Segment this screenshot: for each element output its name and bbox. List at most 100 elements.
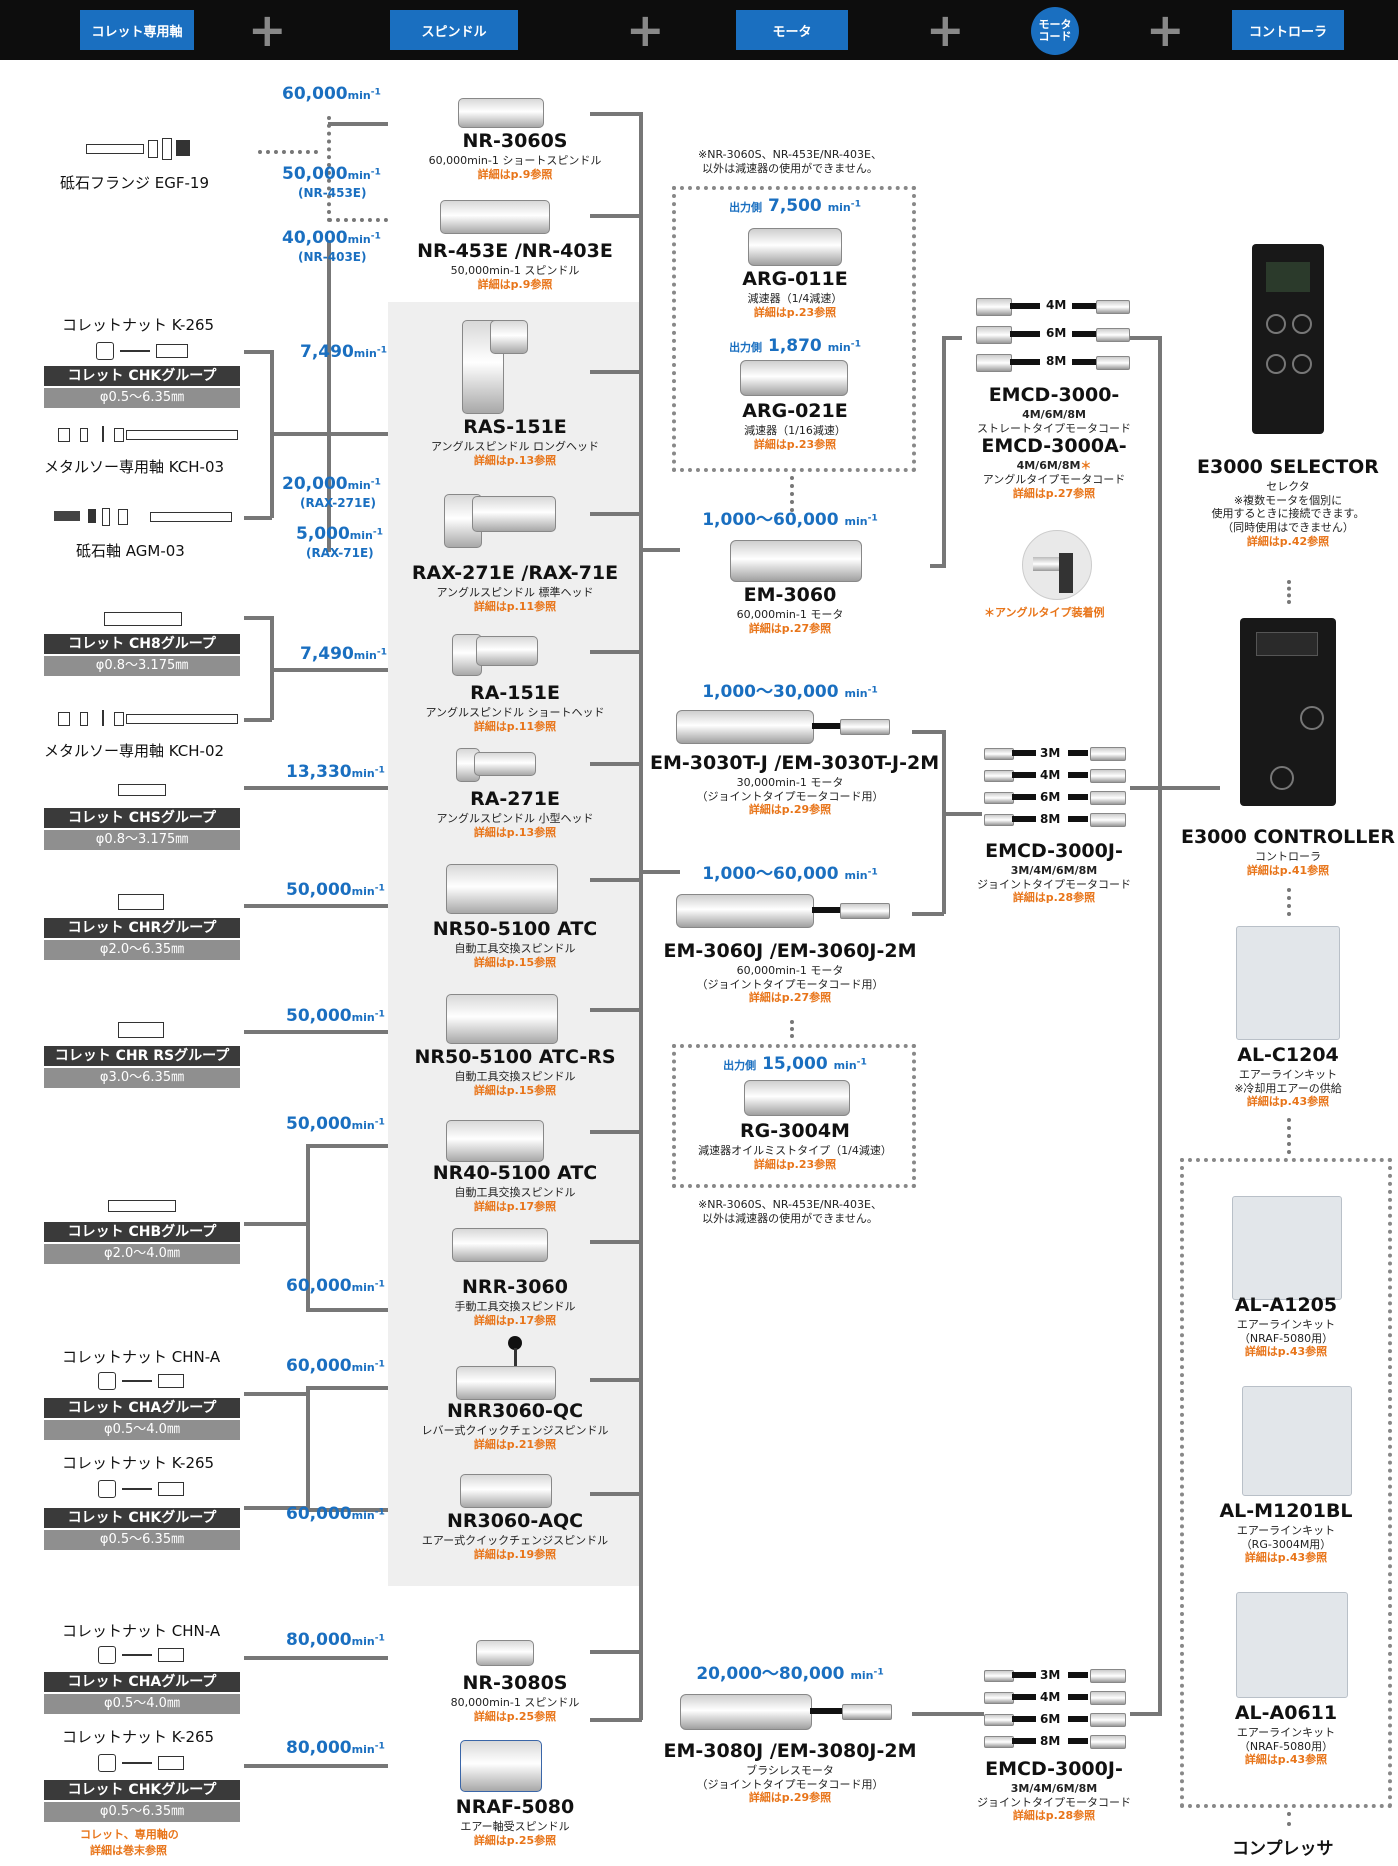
line [1130, 1712, 1160, 1716]
cord-emcd3000j: EMCD-3000J- 3M/4M/6M/8M ジョイントタイプモータコード 詳… [944, 840, 1164, 905]
airline-note: （NRAF-5080用） [1238, 1331, 1334, 1345]
collet-group-ch8: コレット CH8グループ [44, 634, 240, 654]
motor-desc: 60,000min-1 モータ [736, 607, 844, 621]
spindle-ref: 詳細はp.13参照 [473, 825, 557, 839]
airline-a1205: AL-A1205 エアーラインキット （NRAF-5080用） 詳細はp.43参… [1184, 1294, 1388, 1359]
line [306, 1386, 310, 1510]
cable-plug [840, 903, 890, 919]
airline-sub: エアーラインキット [1236, 1317, 1336, 1331]
header-controller: コントローラ [1232, 10, 1344, 50]
metal-saw-shaft-icon [58, 710, 238, 726]
selector-ref: 詳細はp.42参照 [1246, 534, 1330, 548]
spindle-desc: 手動工具交換スピンドル [454, 1299, 576, 1313]
speed-sublabel: (RAX-271E) [300, 496, 376, 510]
line [590, 1130, 642, 1134]
line [590, 1650, 642, 1654]
lever [514, 1348, 517, 1370]
spindle-name: NRR3060-QC [446, 1400, 584, 1422]
trunk-line [639, 112, 643, 1652]
collet-range: φ2.0～4.0㎜ [44, 1244, 240, 1264]
line [942, 336, 962, 340]
airline-note: （NRAF-5080用） [1238, 1739, 1334, 1753]
line [244, 786, 388, 790]
spindle-desc: 50,000min-1 スピンドル [450, 263, 580, 277]
spindle-ref: 詳細はp.15参照 [473, 1083, 557, 1097]
line [244, 1506, 308, 1510]
cord-cable [1068, 1672, 1088, 1678]
cord-cable [1012, 1672, 1036, 1678]
motor-desc: 30,000min-1 モータ [736, 775, 844, 789]
plus-icon: + [626, 3, 665, 57]
collet-range: φ0.5～6.35㎜ [44, 1530, 240, 1550]
speed-label: 80,000min-1 [286, 1630, 385, 1650]
collet-range: φ0.5～4.0㎜ [44, 1694, 240, 1714]
k265-label: コレットナット K-265 [62, 1454, 215, 1472]
cord-plug [1090, 1713, 1126, 1727]
collet-range: φ3.0～6.35㎜ [44, 1068, 240, 1088]
cord-emcd3000: EMCD-3000- 4M/6M/8M ストレートタイプモータコード EMCD-… [944, 384, 1164, 500]
cord-connector [976, 326, 1012, 344]
cord-length: 3M [1040, 746, 1061, 760]
kch03-label: メタルソー専用軸 KCH-03 [44, 458, 225, 476]
lever-knob [508, 1336, 522, 1350]
cord-desc: ジョイントタイプモータコード [977, 877, 1131, 891]
line [1130, 786, 1220, 790]
collet-group-chk: コレット CHKグループ [44, 1780, 240, 1800]
collet-nut-icon [98, 1480, 184, 1498]
reducer-arg021e-info: ARG-021E 減速器（1/16減速） 詳細はp.23参照 [680, 400, 910, 451]
dotted-line [327, 116, 331, 222]
note-line: ※NR-3060S、NR-453E/NR-403E、 [698, 148, 882, 161]
reducer-arg021e: 出力側 7,5001,870 min-1 [680, 336, 910, 357]
cord-length: 4M [1040, 1690, 1061, 1704]
kch02-label: メタルソー専用軸 KCH-02 [44, 742, 225, 760]
collet-icon [108, 1200, 176, 1212]
grinding-shaft-icon [54, 508, 234, 526]
speed-label: 7,490min-1 [300, 644, 388, 664]
line [590, 1008, 642, 1012]
cord-connector [976, 298, 1012, 316]
line [306, 1508, 388, 1512]
motor-name: EM-3030T-J /EM-3030T-J-2M [650, 752, 940, 774]
selector-note: （同時使用はできません） [1222, 521, 1354, 534]
reducer-rg3004m: 出力側 15,000 min-1 [680, 1054, 910, 1075]
cord-name: EMCD-3000A- [981, 435, 1127, 458]
spindle-image [490, 320, 528, 354]
line [942, 336, 946, 568]
speed-label: 50,000min-1 [286, 1114, 385, 1134]
spindle-desc: アングルスピンドル 小型ヘッド [436, 811, 594, 825]
motor-image [730, 540, 862, 582]
spindle-nrr3060qc: NRR3060-QC レバー式クイックチェンジスピンドル 詳細はp.21参照 [390, 1400, 640, 1451]
spindle-ref: 詳細はp.19参照 [473, 1547, 557, 1561]
angle-cord-image [1022, 530, 1092, 600]
collet-range: φ0.8～3.175㎜ [44, 830, 240, 850]
motor-ref: 詳細はp.29参照 [748, 1791, 832, 1805]
spindle-desc: 自動工具交換スピンドル [454, 1069, 576, 1083]
speed-sublabel: (NR-453E) [298, 186, 367, 200]
compressor-label: コンプレッサ [1232, 1839, 1334, 1859]
line [244, 516, 272, 520]
line [590, 112, 642, 116]
dotted-line [1287, 1118, 1291, 1154]
speed-sublabel: (NR-403E) [298, 250, 367, 264]
metal-saw-shaft-icon [58, 426, 238, 442]
dotted-line [328, 218, 388, 222]
spindle-name: NR40-5100 ATC [432, 1162, 598, 1184]
cord-cable [1068, 816, 1088, 822]
controller-name: E3000 CONTROLLER [1180, 826, 1396, 848]
motor-speed: 1,000～30,000 min-1 [702, 682, 878, 702]
spindle-name: NRAF-5080 [455, 1796, 575, 1818]
line [306, 1308, 388, 1312]
cord-connector [984, 1692, 1014, 1704]
reducer-arg011e: 出力側 7,500 min-1 [680, 196, 910, 217]
airline-name: AL-C1204 [1237, 1044, 1339, 1066]
reducer-ref: 詳細はp.23参照 [753, 1157, 837, 1171]
cord-connector [984, 748, 1014, 760]
reducer-desc: 減速器（1/4減速） [747, 291, 843, 305]
speed-label: 40,000min-1 [282, 228, 381, 248]
spindle-ref: 詳細はp.25参照 [473, 1709, 557, 1723]
cord-length: 4M [1046, 298, 1067, 312]
cord-connector [976, 354, 1012, 372]
spindle-desc: エアー式クイックチェンジスピンドル [421, 1533, 609, 1547]
motor-image [676, 894, 814, 928]
collet-group-chs: コレット CHSグループ [44, 808, 240, 828]
